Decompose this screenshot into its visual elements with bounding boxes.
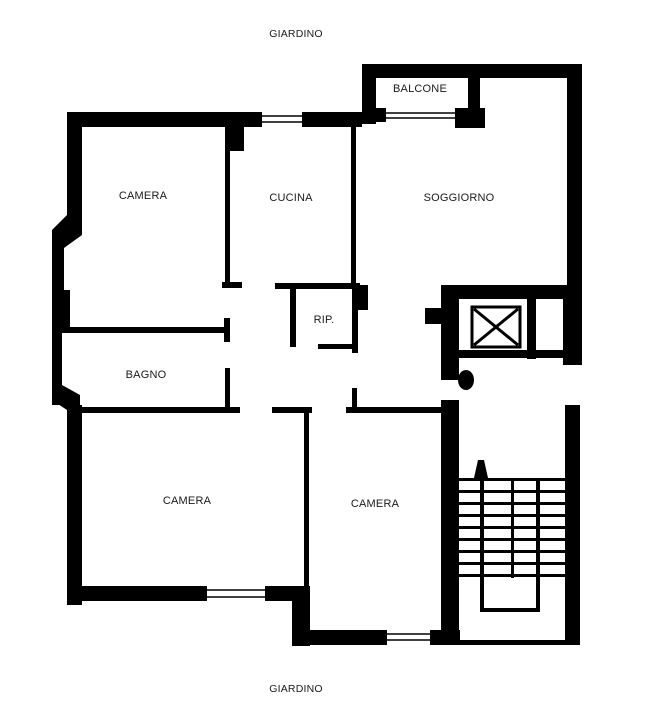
room-label-camera-nw: CAMERA [118, 190, 168, 202]
wall-stair-left [441, 400, 459, 645]
wall-cucina-soggiorno [351, 120, 356, 285]
staircase-icon [459, 460, 565, 612]
room-label-camera-s: CAMERA [350, 498, 400, 510]
wall-lift-top [441, 285, 582, 299]
room-label-camera-sw: CAMERA [162, 495, 212, 507]
room-label-balcone: BALCONE [393, 83, 447, 95]
wall-top-right [362, 64, 582, 78]
wall-left-upper [67, 112, 82, 222]
wall-camera-camera [304, 413, 309, 588]
wall-left-lower [67, 405, 82, 605]
wall-bagno-camera [80, 407, 240, 413]
wall-top-left [67, 112, 262, 127]
room-label-bagno: BAGNO [125, 369, 167, 381]
wall-balcone-left [362, 64, 376, 124]
wall-stair-right [565, 405, 580, 645]
lift-shaft-icon [470, 305, 522, 349]
wall-right-soggiorno [567, 64, 582, 290]
wall-camera-bagno [62, 327, 230, 333]
outside-label-bottom: GIARDINO [269, 683, 323, 695]
room-label-ripostiglio: RIP. [313, 314, 335, 326]
room-label-soggiorno: SOGGIORNO [423, 192, 495, 204]
wall-bottom-left [67, 586, 207, 601]
room-label-cucina: CUCINA [269, 192, 313, 204]
wall-bottom-mid [292, 630, 387, 645]
wall-camera-cucina [225, 127, 230, 287]
outside-label-top: GIARDINO [269, 28, 323, 40]
